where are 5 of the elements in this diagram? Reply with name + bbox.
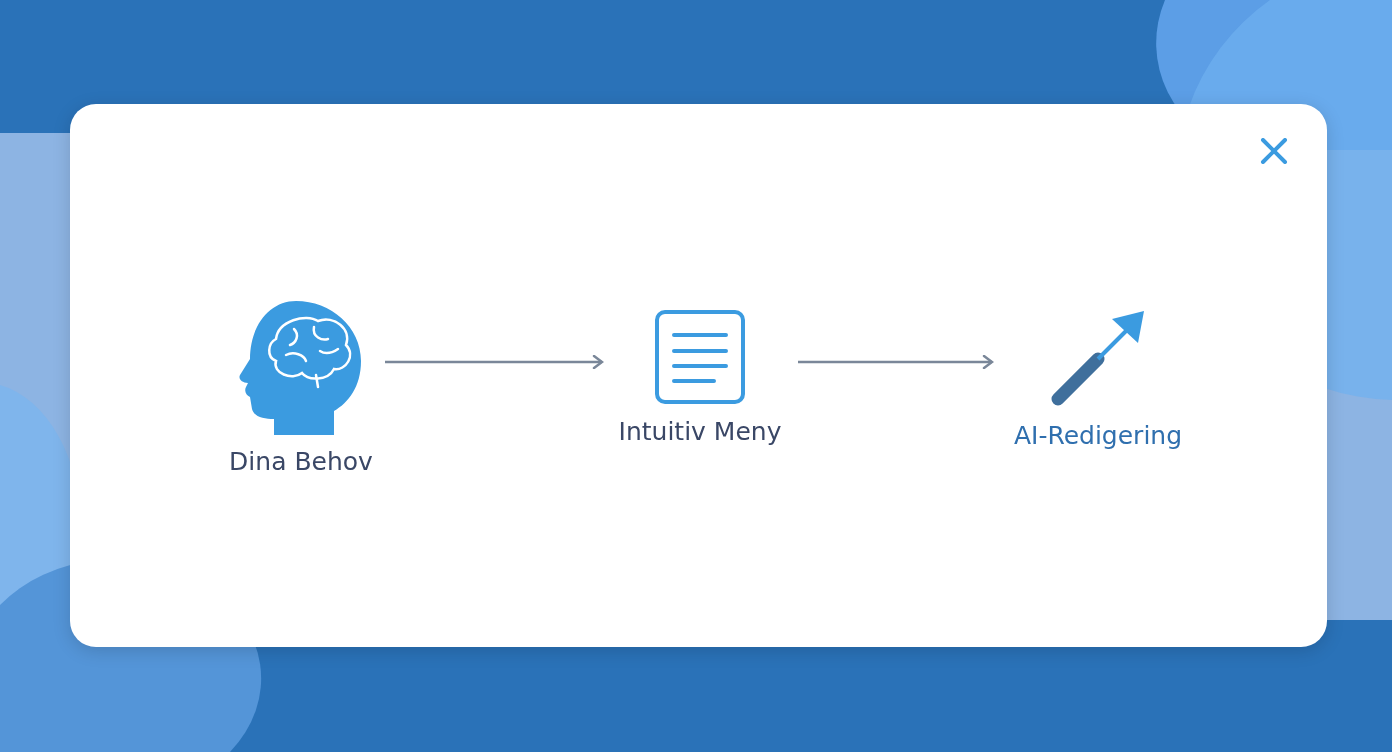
node-label: AI-Redigering: [1013, 421, 1183, 450]
arrow: [385, 354, 604, 370]
node-label: Intuitiv Meny: [618, 417, 782, 446]
arrow: [798, 354, 994, 370]
node-label: Dina Behov: [229, 447, 373, 476]
